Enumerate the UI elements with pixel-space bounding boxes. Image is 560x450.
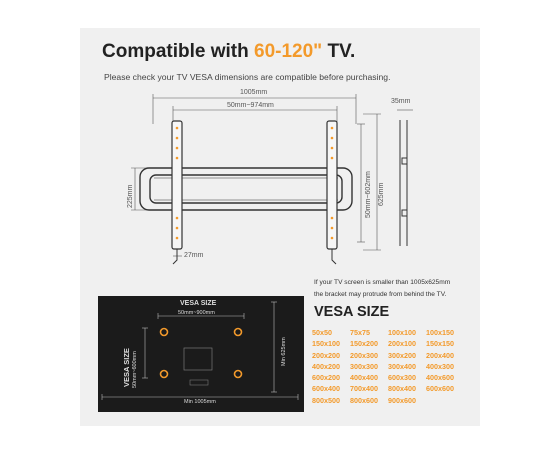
vesa-size-item: 300x400	[388, 361, 416, 371]
vesa-size-item: 50x50	[312, 328, 332, 337]
vesa-size-item: 300x200	[388, 350, 416, 360]
vesa-size-item: 400x200	[312, 361, 340, 371]
depth-label: 35mm	[391, 98, 411, 105]
tv-vesa-drawing	[101, 301, 299, 400]
tv-port-panel	[189, 379, 209, 386]
vesa-size-item: 700x400	[350, 384, 378, 394]
bracket-arms	[171, 120, 338, 250]
bracket-side-profile	[397, 109, 413, 246]
vesa-size-item: 600x200	[312, 373, 340, 383]
vesa-size-item: 200x100	[388, 339, 416, 349]
note-line-1: If your TV screen is smaller than 1005x6…	[314, 279, 451, 286]
vesa-size-item: 900x600	[388, 395, 416, 405]
subtitle: Please check your TV VESA dimensions are…	[104, 72, 391, 82]
vesa-size-item: 200x300	[350, 350, 378, 360]
tv-side-label: VESA SIZE	[122, 348, 131, 387]
vesa-list-title: VESA SIZE	[314, 304, 390, 320]
vesa-size-item: 400x600	[426, 373, 454, 383]
vesa-size-item: 100x100	[388, 328, 416, 337]
bracket-height-label: 225mm	[127, 184, 134, 208]
vesa-hole-markers	[159, 327, 243, 379]
tv-side-range: 50mm~600mm	[132, 351, 138, 388]
page-title: Compatible with 60-120" TV.	[102, 41, 355, 63]
overall-width-label: 1005mm	[240, 89, 268, 96]
title-prefix: Compatible with	[102, 41, 254, 62]
vesa-size-item: 400x400	[350, 373, 378, 383]
title-accent: 60-120"	[254, 41, 323, 62]
tv-min-height: Min 625mm	[281, 337, 287, 366]
note-line-2: the bracket may protrude from behind the…	[314, 291, 447, 298]
vesa-size-item: 800x400	[388, 384, 416, 394]
vesa-size-item: 200x200	[312, 350, 340, 360]
bracket-frame	[139, 167, 353, 211]
product-panel: Compatible with 60-120" TV. Please check…	[80, 28, 480, 426]
arm-holes	[175, 126, 334, 240]
safety-cords	[172, 249, 337, 265]
hole-width-label: 50mm~974mm	[227, 102, 274, 109]
overall-height-label: 625mm	[378, 182, 385, 206]
vesa-size-item: 600x600	[426, 384, 454, 394]
vesa-size-item: 100x150	[426, 328, 454, 337]
vesa-size-item: 75x75	[350, 328, 370, 337]
vesa-size-item: 800x500	[312, 395, 340, 405]
vesa-size-item: 400x300	[426, 361, 454, 371]
vesa-size-item: 600x400	[312, 384, 340, 394]
vesa-size-item: 800x600	[350, 395, 378, 405]
size-note: If your TV screen is smaller than 1005x6…	[314, 277, 450, 301]
vesa-size-item: 150x100	[312, 339, 340, 349]
tv-rear-plate	[183, 347, 213, 371]
tv-top-label: VESA SIZE	[180, 300, 217, 307]
vesa-size-item: 300x300	[350, 361, 378, 371]
tv-back-diagram: VESA SIZE 50mm~900mm VESA SIZE 50mm~600m…	[98, 296, 304, 412]
arm-width-label: 27mm	[184, 252, 204, 259]
title-suffix: TV.	[322, 41, 356, 62]
tv-top-range: 50mm~900mm	[178, 310, 215, 316]
vesa-size-item: 150x150	[426, 339, 454, 349]
hole-height-label: 50mm~602mm	[365, 171, 372, 218]
vesa-size-item: 200x400	[426, 350, 454, 360]
bracket-drawing	[131, 94, 413, 265]
vesa-size-item: 600x300	[388, 373, 416, 383]
vesa-size-item: 150x200	[350, 339, 378, 349]
tv-min-width: Min 1005mm	[184, 399, 216, 405]
